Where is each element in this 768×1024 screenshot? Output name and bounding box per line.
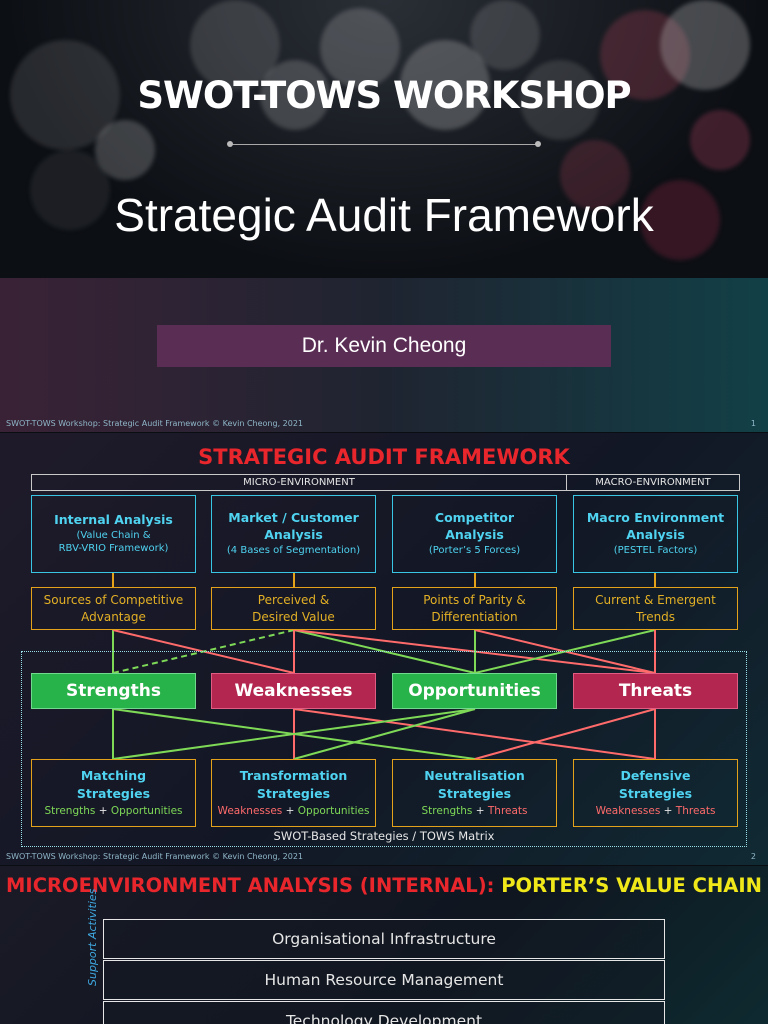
- output-box: Points of Parity &Differentiation: [392, 587, 557, 630]
- macro-analysis-heading: Macro Environment: [586, 510, 725, 526]
- slide-value-chain: MICROENVIRONMENT ANALYSIS (INTERNAL): PO…: [0, 866, 768, 1024]
- strategy-heading: Transformation: [239, 768, 348, 784]
- transformation-strategies-box: Transformation Strategies Weaknesses + O…: [211, 759, 376, 827]
- neutralisation-strategies-box: Neutralisation Strategies Strengths + Th…: [392, 759, 557, 827]
- page-number: 2: [750, 852, 756, 861]
- slide-footer: SWOT-TOWS Workshop: Strategic Audit Fram…: [6, 419, 304, 428]
- market-analysis-detail: (4 Bases of Segmentation): [226, 545, 361, 557]
- author-name: Dr. Kevin Cheong: [157, 325, 611, 367]
- strategy-heading: Strategies: [437, 786, 512, 802]
- value-chain-title: MICROENVIRONMENT ANALYSIS (INTERNAL): PO…: [0, 874, 768, 897]
- value-chain-row: Technology Development: [103, 1001, 665, 1024]
- framework-title: STRATEGIC AUDIT FRAMEWORK: [198, 445, 570, 469]
- output-text: Differentiation: [431, 609, 518, 624]
- defensive-strategies-box: Defensive Strategies Weaknesses + Threat…: [573, 759, 738, 827]
- output-text: Points of Parity &: [423, 593, 526, 608]
- output-box: Perceived &Desired Value: [211, 587, 376, 630]
- output-text: Current & Emergent: [595, 593, 716, 608]
- output-text: Trends: [635, 609, 676, 624]
- plus-sign: +: [285, 804, 295, 817]
- matching-strategies-box: Matching Strategies Strengths + Opportun…: [31, 759, 196, 827]
- competitor-analysis-heading: Competitor: [434, 510, 515, 526]
- title-red-part: MICROENVIRONMENT ANALYSIS (INTERNAL):: [6, 874, 495, 897]
- macro-environment-analysis-box: Macro Environment Analysis (PESTEL Facto…: [573, 495, 738, 573]
- competitor-analysis-box: Competitor Analysis (Porter’s 5 Forces): [392, 495, 557, 573]
- strategy-heading: Defensive: [620, 768, 691, 784]
- plus-sign: +: [475, 804, 485, 817]
- internal-analysis-detail: RBV-VRIO Framework): [58, 543, 169, 555]
- slide-subtitle: Strategic Audit Framework: [114, 189, 654, 241]
- macro-environment-label: MACRO-ENVIRONMENT: [566, 474, 740, 491]
- macro-analysis-heading: Analysis: [626, 527, 685, 543]
- tows-matrix-label: SWOT-Based Strategies / TOWS Matrix: [273, 829, 495, 843]
- micro-environment-label: MICRO-ENVIRONMENT: [31, 474, 567, 491]
- value-chain-row: Organisational Infrastructure: [103, 919, 665, 959]
- strategy-heading: Strategies: [618, 786, 693, 802]
- market-analysis-heading: Analysis: [264, 527, 323, 543]
- internal-analysis-heading: Internal Analysis: [54, 512, 173, 528]
- competitor-analysis-detail: (Porter’s 5 Forces): [428, 545, 521, 557]
- title-yellow-part: PORTER’S VALUE CHAIN: [501, 874, 762, 897]
- opportunities-box: Opportunities: [392, 673, 557, 709]
- competitor-analysis-heading: Analysis: [445, 527, 504, 543]
- plus-sign: +: [663, 804, 673, 817]
- plus-sign: +: [98, 804, 108, 817]
- market-analysis-heading: Market / Customer: [228, 510, 359, 526]
- strategy-factor: Threats: [675, 804, 716, 817]
- slide-framework: STRATEGIC AUDIT FRAMEWORK MICRO-ENVIRONM…: [0, 433, 768, 865]
- strategy-heading: Neutralisation: [424, 768, 525, 784]
- slide-footer: SWOT-TOWS Workshop: Strategic Audit Fram…: [6, 852, 304, 861]
- page-number: 1: [750, 419, 756, 428]
- output-text: Sources of Competitive: [43, 593, 184, 608]
- strategy-factor: Opportunities: [297, 804, 370, 817]
- strategy-factor: Weaknesses: [217, 804, 283, 817]
- support-activities-label: Support Activities: [86, 888, 99, 986]
- market-customer-analysis-box: Market / Customer Analysis (4 Bases of S…: [211, 495, 376, 573]
- value-chain-row: Human Resource Management: [103, 960, 665, 1000]
- slide-title: SWOT-TOWS WORKSHOP Strategic Audit Frame…: [0, 0, 768, 432]
- tows-matrix-frame: [21, 651, 747, 847]
- strategy-factor: Opportunities: [110, 804, 183, 817]
- internal-analysis-detail: (Value Chain &: [76, 529, 151, 541]
- strategy-heading: Matching: [80, 768, 147, 784]
- hero-bokeh-background: [0, 0, 768, 278]
- strategy-factor: Threats: [487, 804, 528, 817]
- weaknesses-box: Weaknesses: [211, 673, 376, 709]
- strategy-factor: Weaknesses: [595, 804, 661, 817]
- strengths-box: Strengths: [31, 673, 196, 709]
- threats-box: Threats: [573, 673, 738, 709]
- strategy-factor: Strengths: [44, 804, 96, 817]
- internal-analysis-box: Internal Analysis (Value Chain & RBV-VRI…: [31, 495, 196, 573]
- strategy-heading: Strategies: [256, 786, 331, 802]
- title-divider: [227, 141, 541, 147]
- output-text: Desired Value: [252, 609, 335, 624]
- strategy-heading: Strategies: [76, 786, 151, 802]
- macro-analysis-detail: (PESTEL Factors): [613, 545, 698, 557]
- strategy-factor: Strengths: [421, 804, 473, 817]
- slide-title-heading: SWOT-TOWS WORKSHOP: [137, 74, 631, 117]
- output-text: Perceived &: [257, 593, 330, 608]
- output-text: Advantage: [81, 609, 146, 624]
